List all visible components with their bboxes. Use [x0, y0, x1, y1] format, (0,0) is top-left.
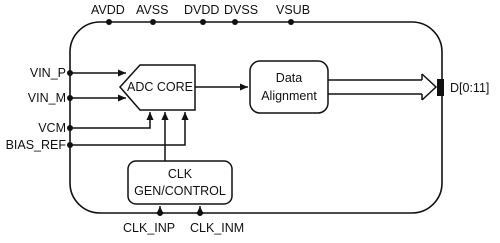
- avss-pin: [150, 19, 156, 25]
- data-alignment-label-1: Data: [276, 71, 302, 85]
- clk-inm-label: CLK_INM: [190, 221, 244, 235]
- vcm-label: VCM: [38, 121, 66, 135]
- supply-pins: AVDD AVSS DVDD DVSS VSUB: [91, 3, 310, 25]
- dvdd-pin: [200, 19, 206, 25]
- clk-inp-label: CLK_INP: [123, 221, 175, 235]
- output-pin-label: D[0:11]: [450, 81, 489, 95]
- vin-m-label: VIN_M: [28, 91, 66, 105]
- data-alignment-label-2: Alignment: [261, 89, 317, 103]
- clk-gen-label-1: CLK: [168, 167, 193, 181]
- adc-core-label: ADC CORE: [127, 80, 193, 94]
- vsub-pin: [288, 19, 294, 25]
- chip-boundary: [69, 21, 443, 214]
- vin-p-label: VIN_P: [30, 66, 66, 80]
- avss-label: AVSS: [136, 3, 168, 17]
- dvdd-label: DVDD: [184, 3, 219, 17]
- adc-core-block: [118, 64, 196, 111]
- clk-gen-label-2: GEN/CONTROL: [134, 184, 226, 198]
- output-bus-arrow: [328, 73, 438, 101]
- clk-gen-block: [127, 160, 233, 205]
- output-pin: [437, 79, 444, 96]
- data-alignment-block: [249, 60, 329, 114]
- bias-ref-wire: [70, 112, 189, 146]
- dvss-label: DVSS: [224, 3, 258, 17]
- avdd-pin: [106, 19, 112, 25]
- left-pins: VIN_P VIN_M VCM BIAS_REF: [6, 66, 73, 152]
- vcm-wire: [70, 112, 154, 129]
- vsub-label: VSUB: [276, 3, 310, 17]
- bias-ref-label: BIAS_REF: [6, 138, 67, 152]
- dvss-pin: [232, 19, 238, 25]
- avdd-label: AVDD: [91, 3, 125, 17]
